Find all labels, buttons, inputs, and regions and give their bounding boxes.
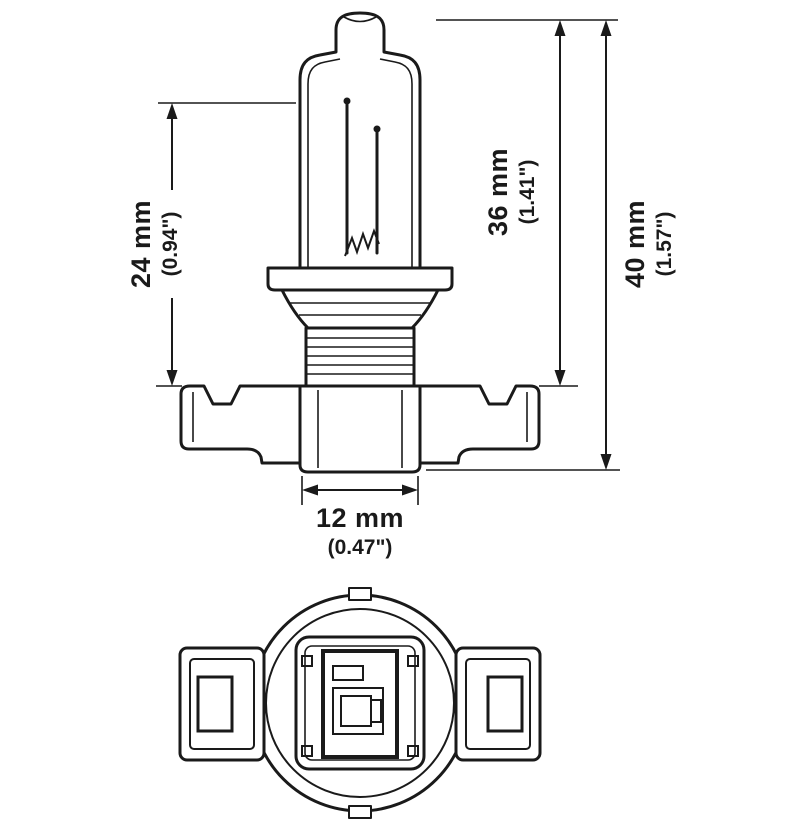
index-tab-top (348, 587, 372, 601)
connector-tab-left (178, 646, 266, 762)
tab-right-inner (465, 658, 531, 750)
tab-right-contact (486, 675, 524, 733)
flange-wing-left (179, 384, 302, 465)
cavity-pin-block (332, 687, 384, 735)
dim-24-sublabel: (0.94") (159, 212, 182, 277)
bulb-side-view (179, 11, 541, 474)
base-ribs (306, 337, 414, 375)
dim-36-label: 36 mm (483, 148, 513, 236)
dim-24-label: 24 mm (126, 200, 156, 288)
cavity-pin-tab (370, 699, 382, 723)
dimension-40mm: 40 mm (1.57") (426, 20, 676, 471)
dimension-36mm: 36 mm (1.41") (436, 19, 618, 387)
base-collar (266, 266, 454, 292)
glass-envelope (298, 11, 422, 268)
connector-tab-right (454, 646, 542, 762)
dim-40-sublabel: (1.57") (653, 212, 676, 277)
flange-inner-circle (265, 608, 455, 798)
glass-inner-wall-left (307, 58, 341, 268)
filament-assembly (343, 97, 381, 257)
glass-tip-seal (343, 16, 377, 23)
dimension-24mm: 24 mm (0.94") (126, 102, 296, 387)
dim-12-label: 12 mm (316, 503, 404, 533)
housing-locating-nubs (301, 655, 419, 757)
flange-wing-right (418, 384, 541, 465)
bulb-bottom-view (178, 587, 542, 819)
tab-left-contact (196, 675, 234, 733)
lead-bead-right (373, 125, 381, 133)
lead-bead-left (343, 97, 351, 105)
connector-housing (294, 635, 426, 771)
flange-center-body (298, 384, 422, 474)
index-tab-bottom (348, 805, 372, 819)
dim-36-sublabel: (1.41") (516, 160, 539, 225)
tab-left-inner (189, 658, 255, 750)
cavity-key-top (332, 665, 364, 681)
connector-cavity (321, 649, 399, 759)
base-cone (280, 288, 440, 330)
dim-40-label: 40 mm (620, 200, 650, 288)
base-ribbed-section (304, 326, 416, 388)
dim-12-sublabel: (0.47") (328, 536, 393, 559)
dimension-12mm: 12 mm (0.47") (301, 476, 419, 559)
glass-inner-wall-right (379, 58, 413, 268)
filament-coil (344, 228, 380, 257)
housing-inner-outline (304, 645, 416, 761)
bulb-base (179, 266, 541, 474)
dimension-annotations: 24 mm (0.94") 36 mm (1.41") 40 mm (1.57"… (126, 19, 676, 559)
